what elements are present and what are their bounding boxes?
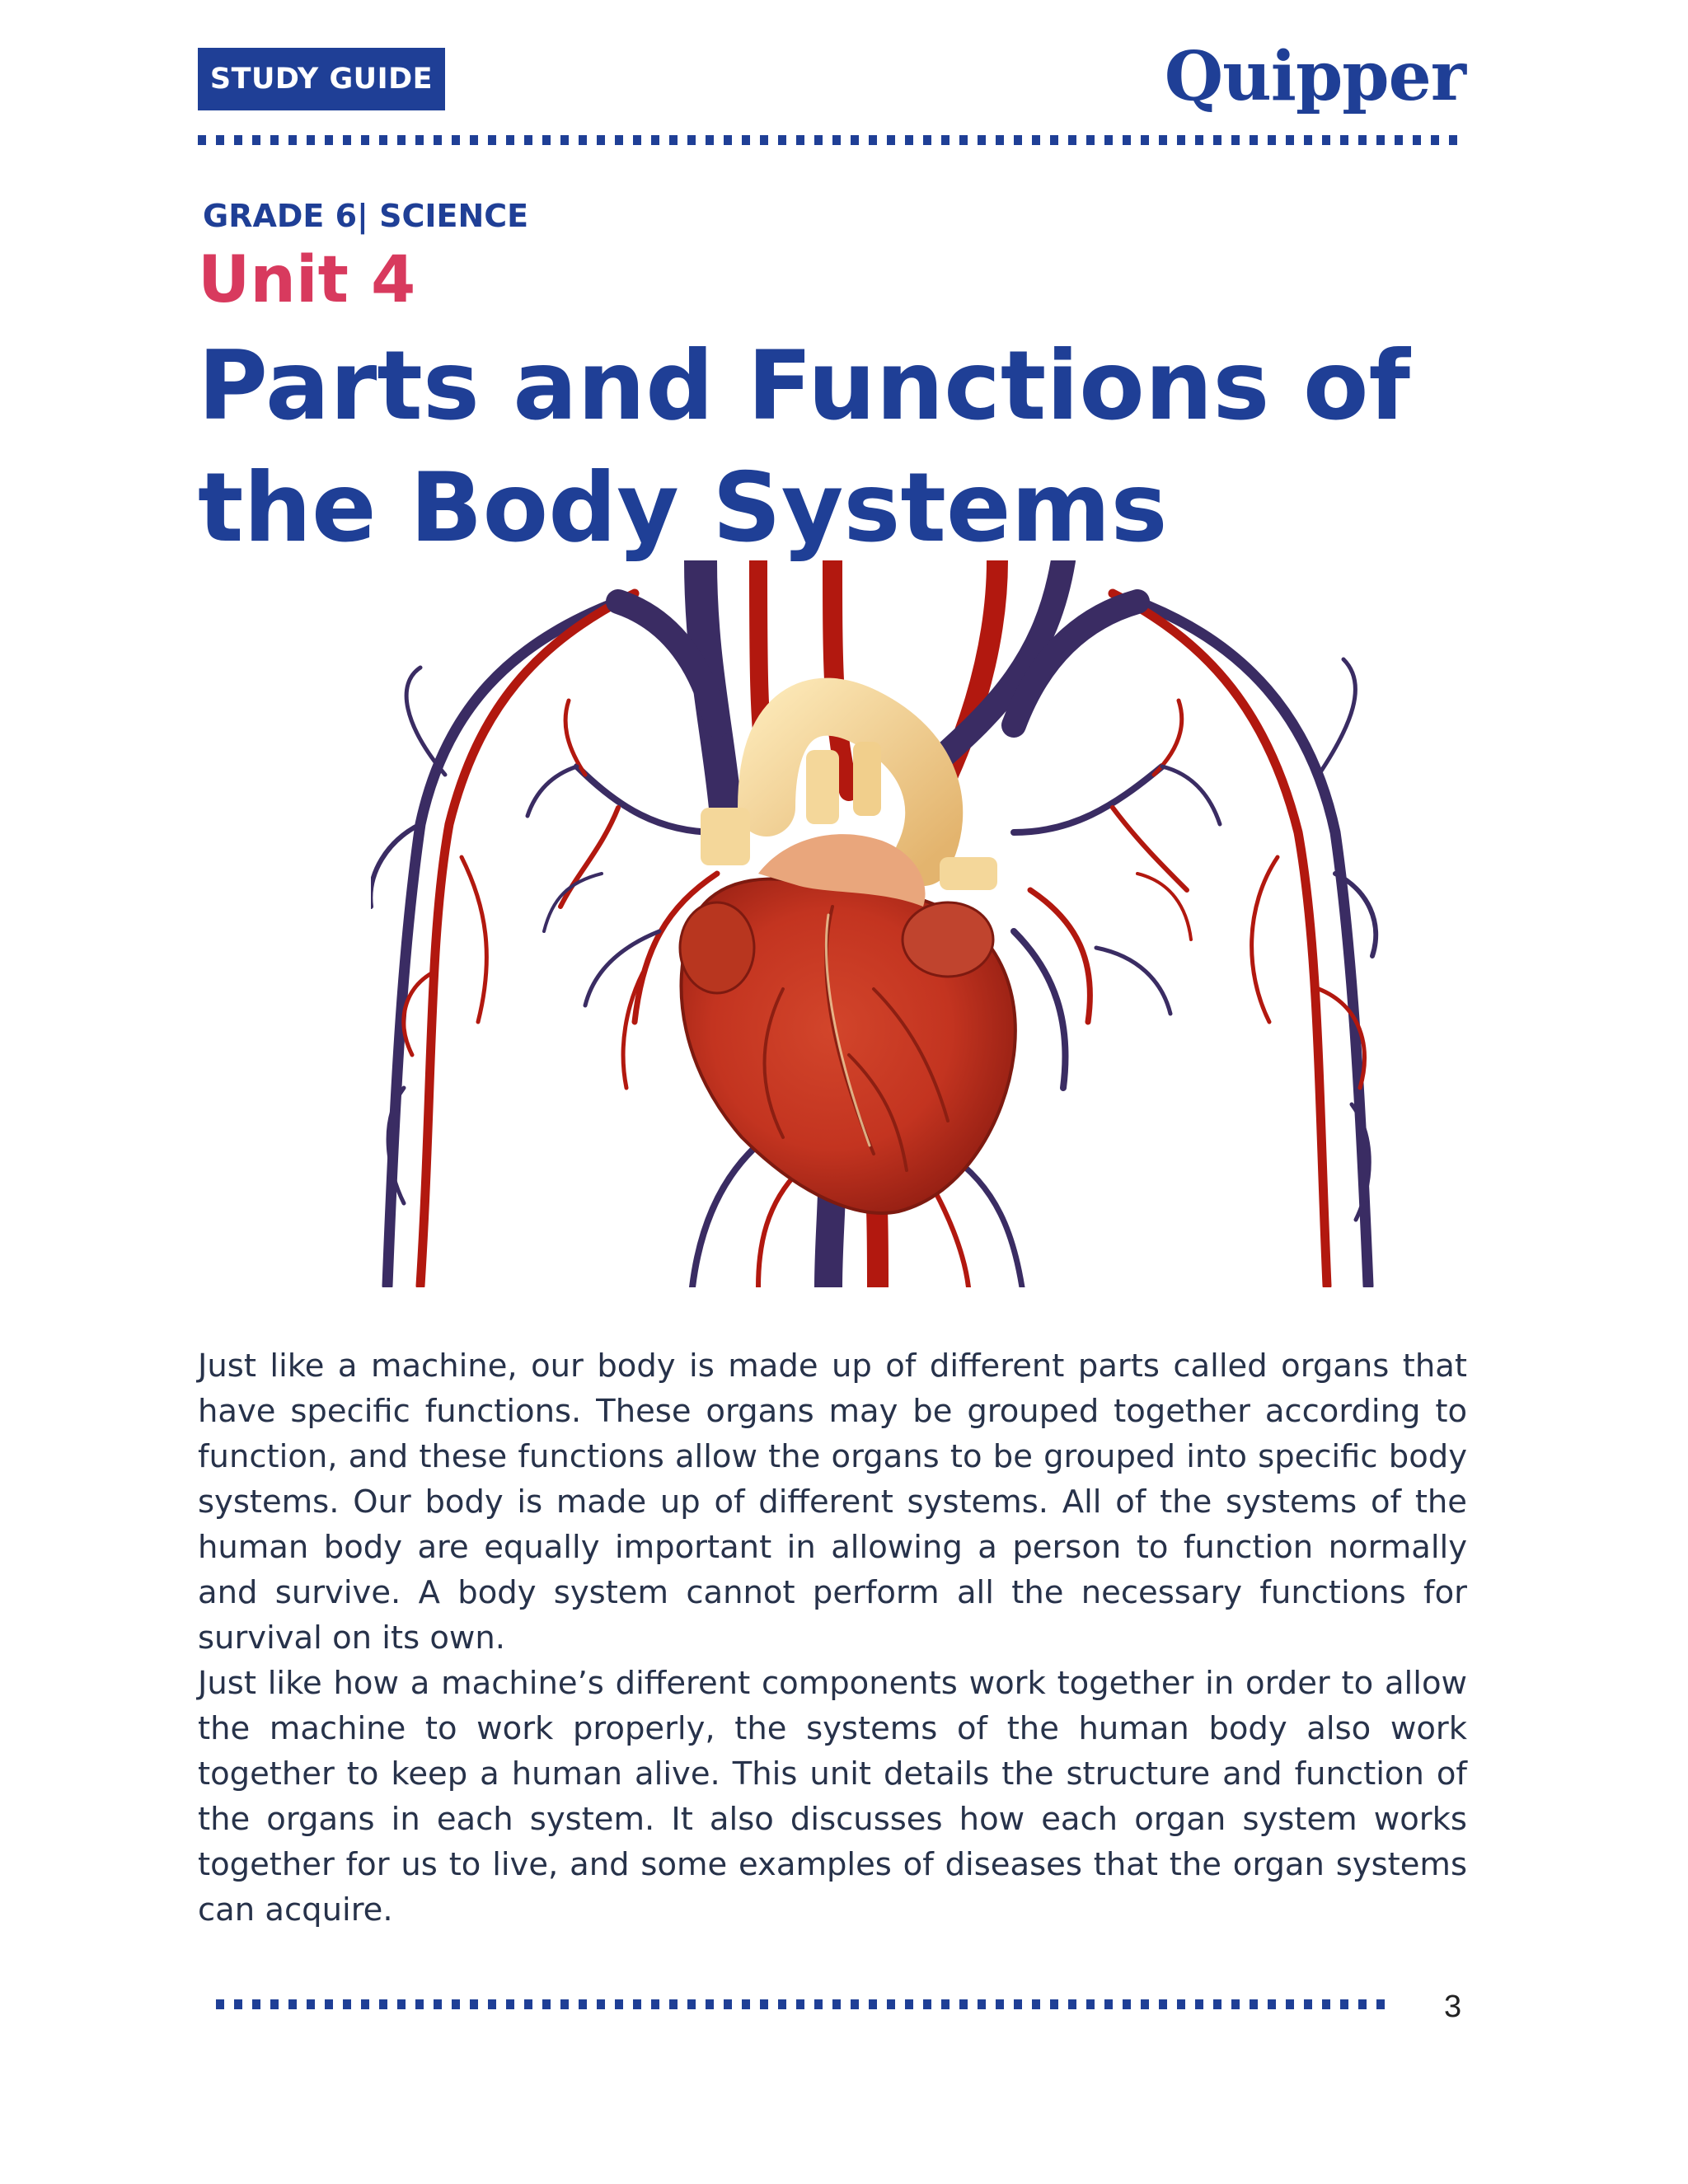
header-dotted-divider xyxy=(198,135,1467,145)
quipper-logo: Quipper xyxy=(1164,37,1466,116)
page-title: Parts and Functions of the Body Systems xyxy=(198,326,1484,569)
grade-subject-label: GRADE 6| SCIENCE xyxy=(203,198,529,234)
title-line-2: the Body Systems xyxy=(198,452,1168,564)
title-line-1: Parts and Functions of xyxy=(198,330,1411,442)
intro-paragraph-2: Just like how a machine’s different comp… xyxy=(198,1665,1467,1929)
intro-paragraph-1: Just like a machine, our body is made up… xyxy=(198,1347,1467,1657)
heart-circulatory-illustration xyxy=(371,560,1379,1287)
study-guide-badge: STUDY GUIDE xyxy=(198,48,445,110)
unit-label: Unit 4 xyxy=(198,243,416,317)
footer-dotted-divider xyxy=(216,1999,1391,2009)
page-number: 3 xyxy=(1444,1990,1462,2024)
